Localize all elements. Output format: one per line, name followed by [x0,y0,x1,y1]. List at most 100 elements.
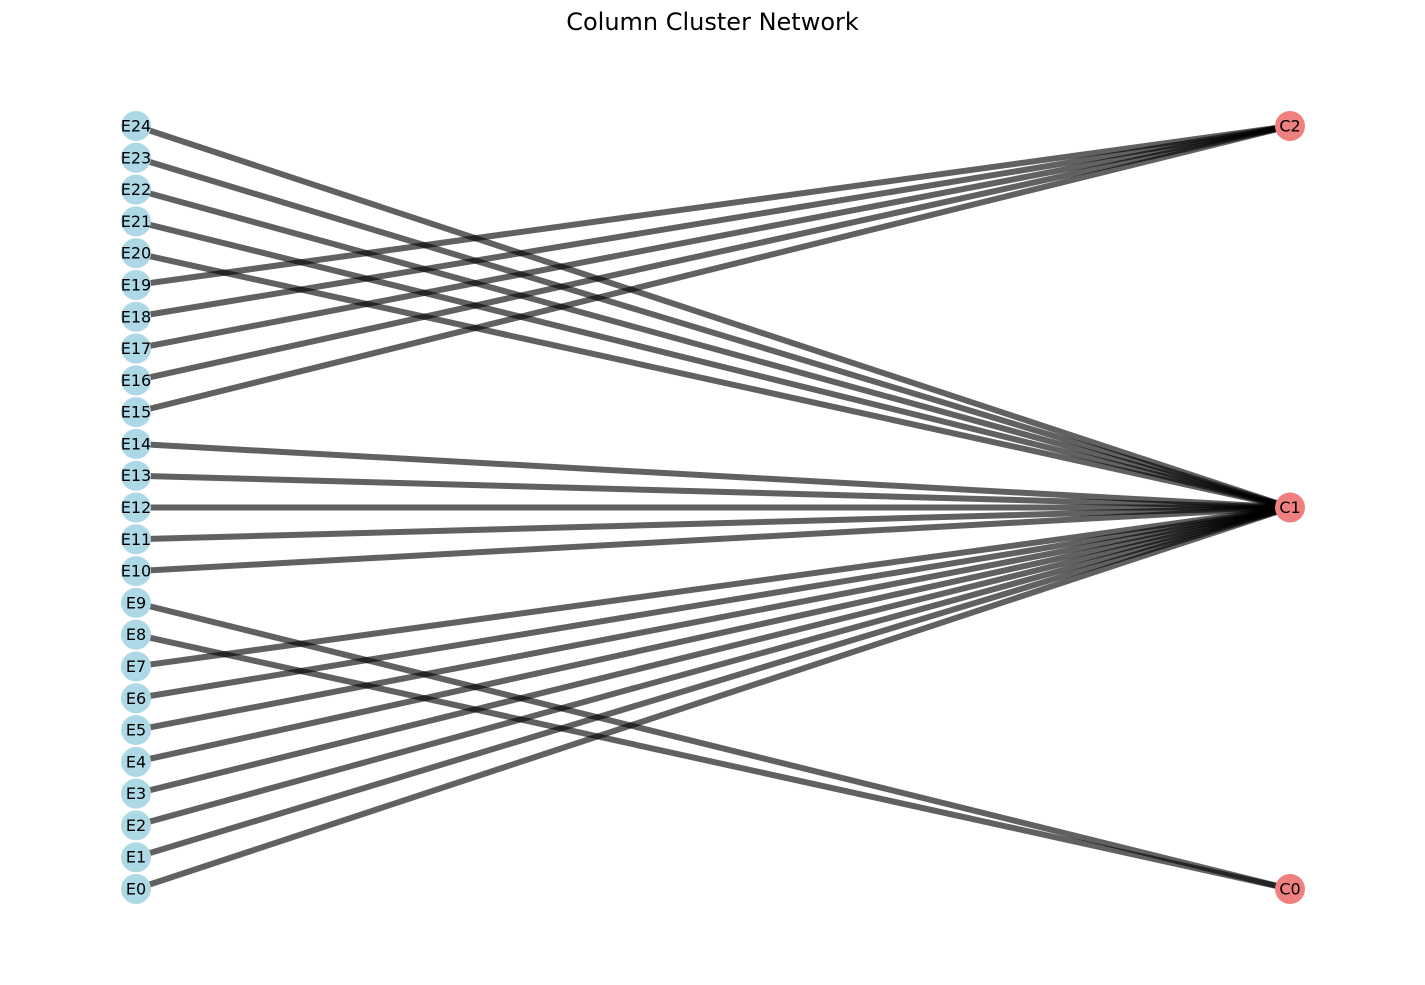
element-node-label: E18 [121,307,151,326]
element-node-circle [121,238,151,269]
edge-e17-c2 [133,123,1293,352]
element-node-circle [121,587,151,618]
edge-e11-c1 [133,504,1293,543]
cluster-node-c1: C1 [1275,492,1305,523]
cluster-node-label: C0 [1279,880,1300,899]
element-node-label: E9 [126,593,146,612]
element-node-circle [121,810,151,841]
edge-e4-c1 [133,504,1293,765]
element-node-e8: E8 [121,619,151,650]
element-node-circle [121,142,151,173]
element-node-label: E13 [121,466,151,485]
edges-layer [133,123,1293,892]
element-node-label: E17 [121,339,151,358]
element-node-e21: E21 [121,206,151,237]
edge-e19-c2 [133,123,1293,288]
edge-e1-c1 [133,504,1293,861]
element-node-label: E8 [126,625,146,644]
element-node-e12: E12 [121,492,151,523]
element-node-label: E11 [121,530,151,549]
cluster-node-label: C2 [1279,117,1300,136]
element-node-circle [121,301,151,332]
element-node-label: E15 [121,403,151,422]
cluster-node-label: C1 [1279,498,1300,517]
element-node-e6: E6 [121,683,151,714]
element-node-label: E20 [121,244,151,263]
edge-e10-c1 [133,504,1293,575]
element-node-e7: E7 [121,651,151,682]
edge-e8-c0 [133,631,1293,892]
element-node-e10: E10 [121,556,151,587]
element-node-e14: E14 [121,428,151,459]
cluster-node-circle [1275,874,1305,904]
element-node-label: E6 [126,689,146,708]
element-node-e1: E1 [121,842,151,873]
element-node-label: E22 [121,180,151,199]
element-node-e17: E17 [121,333,151,364]
element-node-label: E7 [126,657,146,676]
edge-e14-c1 [133,440,1293,511]
element-node-e19: E19 [121,269,151,300]
element-node-label: E12 [121,498,151,517]
cluster-node-circle [1275,111,1305,141]
element-node-e4: E4 [121,746,151,777]
element-node-label: E0 [126,880,146,899]
edge-e18-c2 [133,123,1293,320]
element-node-circle [121,365,151,396]
element-node-label: E1 [126,848,146,867]
element-node-circle [121,524,151,555]
edge-e13-c1 [133,472,1293,511]
element-node-circle [121,778,151,809]
element-node-label: E19 [121,275,151,294]
element-node-circle [121,683,151,714]
element-node-circle [121,397,151,428]
edge-e21-c1 [133,218,1293,511]
element-node-circle [121,174,151,205]
element-node-label: E5 [126,721,146,740]
element-node-circle [121,842,151,873]
edge-e9-c0 [133,599,1293,892]
element-node-e5: E5 [121,715,151,746]
element-node-circle [121,715,151,746]
element-node-circle [121,651,151,682]
element-node-e2: E2 [121,810,151,841]
element-node-circle [121,269,151,300]
element-node-circle [121,492,151,523]
element-node-e13: E13 [121,460,151,491]
edge-e20-c1 [133,250,1293,511]
element-node-e9: E9 [121,587,151,618]
element-node-label: E16 [121,371,151,390]
element-node-circle [121,111,151,141]
element-node-label: E2 [126,816,146,835]
edge-e16-c2 [133,123,1293,384]
element-node-label: E24 [121,117,151,136]
element-node-e11: E11 [121,524,151,555]
edge-e3-c1 [133,504,1293,797]
edge-e7-c1 [133,504,1293,670]
element-node-circle [121,556,151,587]
page-title: Column Cluster Network [566,8,859,36]
element-node-e15: E15 [121,397,151,428]
edge-e2-c1 [133,504,1293,829]
element-node-e16: E16 [121,365,151,396]
element-node-e22: E22 [121,174,151,205]
element-node-circle [121,206,151,237]
element-node-circle [121,746,151,777]
element-node-circle [121,460,151,491]
edge-e24-c1 [133,123,1293,511]
element-node-circle [121,874,151,904]
edge-e0-c1 [133,504,1293,892]
element-node-label: E3 [126,784,146,803]
edge-e22-c1 [133,186,1293,511]
edge-e23-c1 [133,154,1293,511]
element-node-label: E4 [126,752,146,771]
element-node-label: E10 [121,562,151,581]
element-node-label: E21 [121,212,151,231]
element-node-e3: E3 [121,778,151,809]
element-node-e18: E18 [121,301,151,332]
edge-e15-c2 [133,123,1293,416]
edge-e6-c1 [133,504,1293,702]
edge-e5-c1 [133,504,1293,734]
nodes-layer: E24E23E22E21E20E19E18E17E16E15E14E13E12E… [121,111,1305,904]
